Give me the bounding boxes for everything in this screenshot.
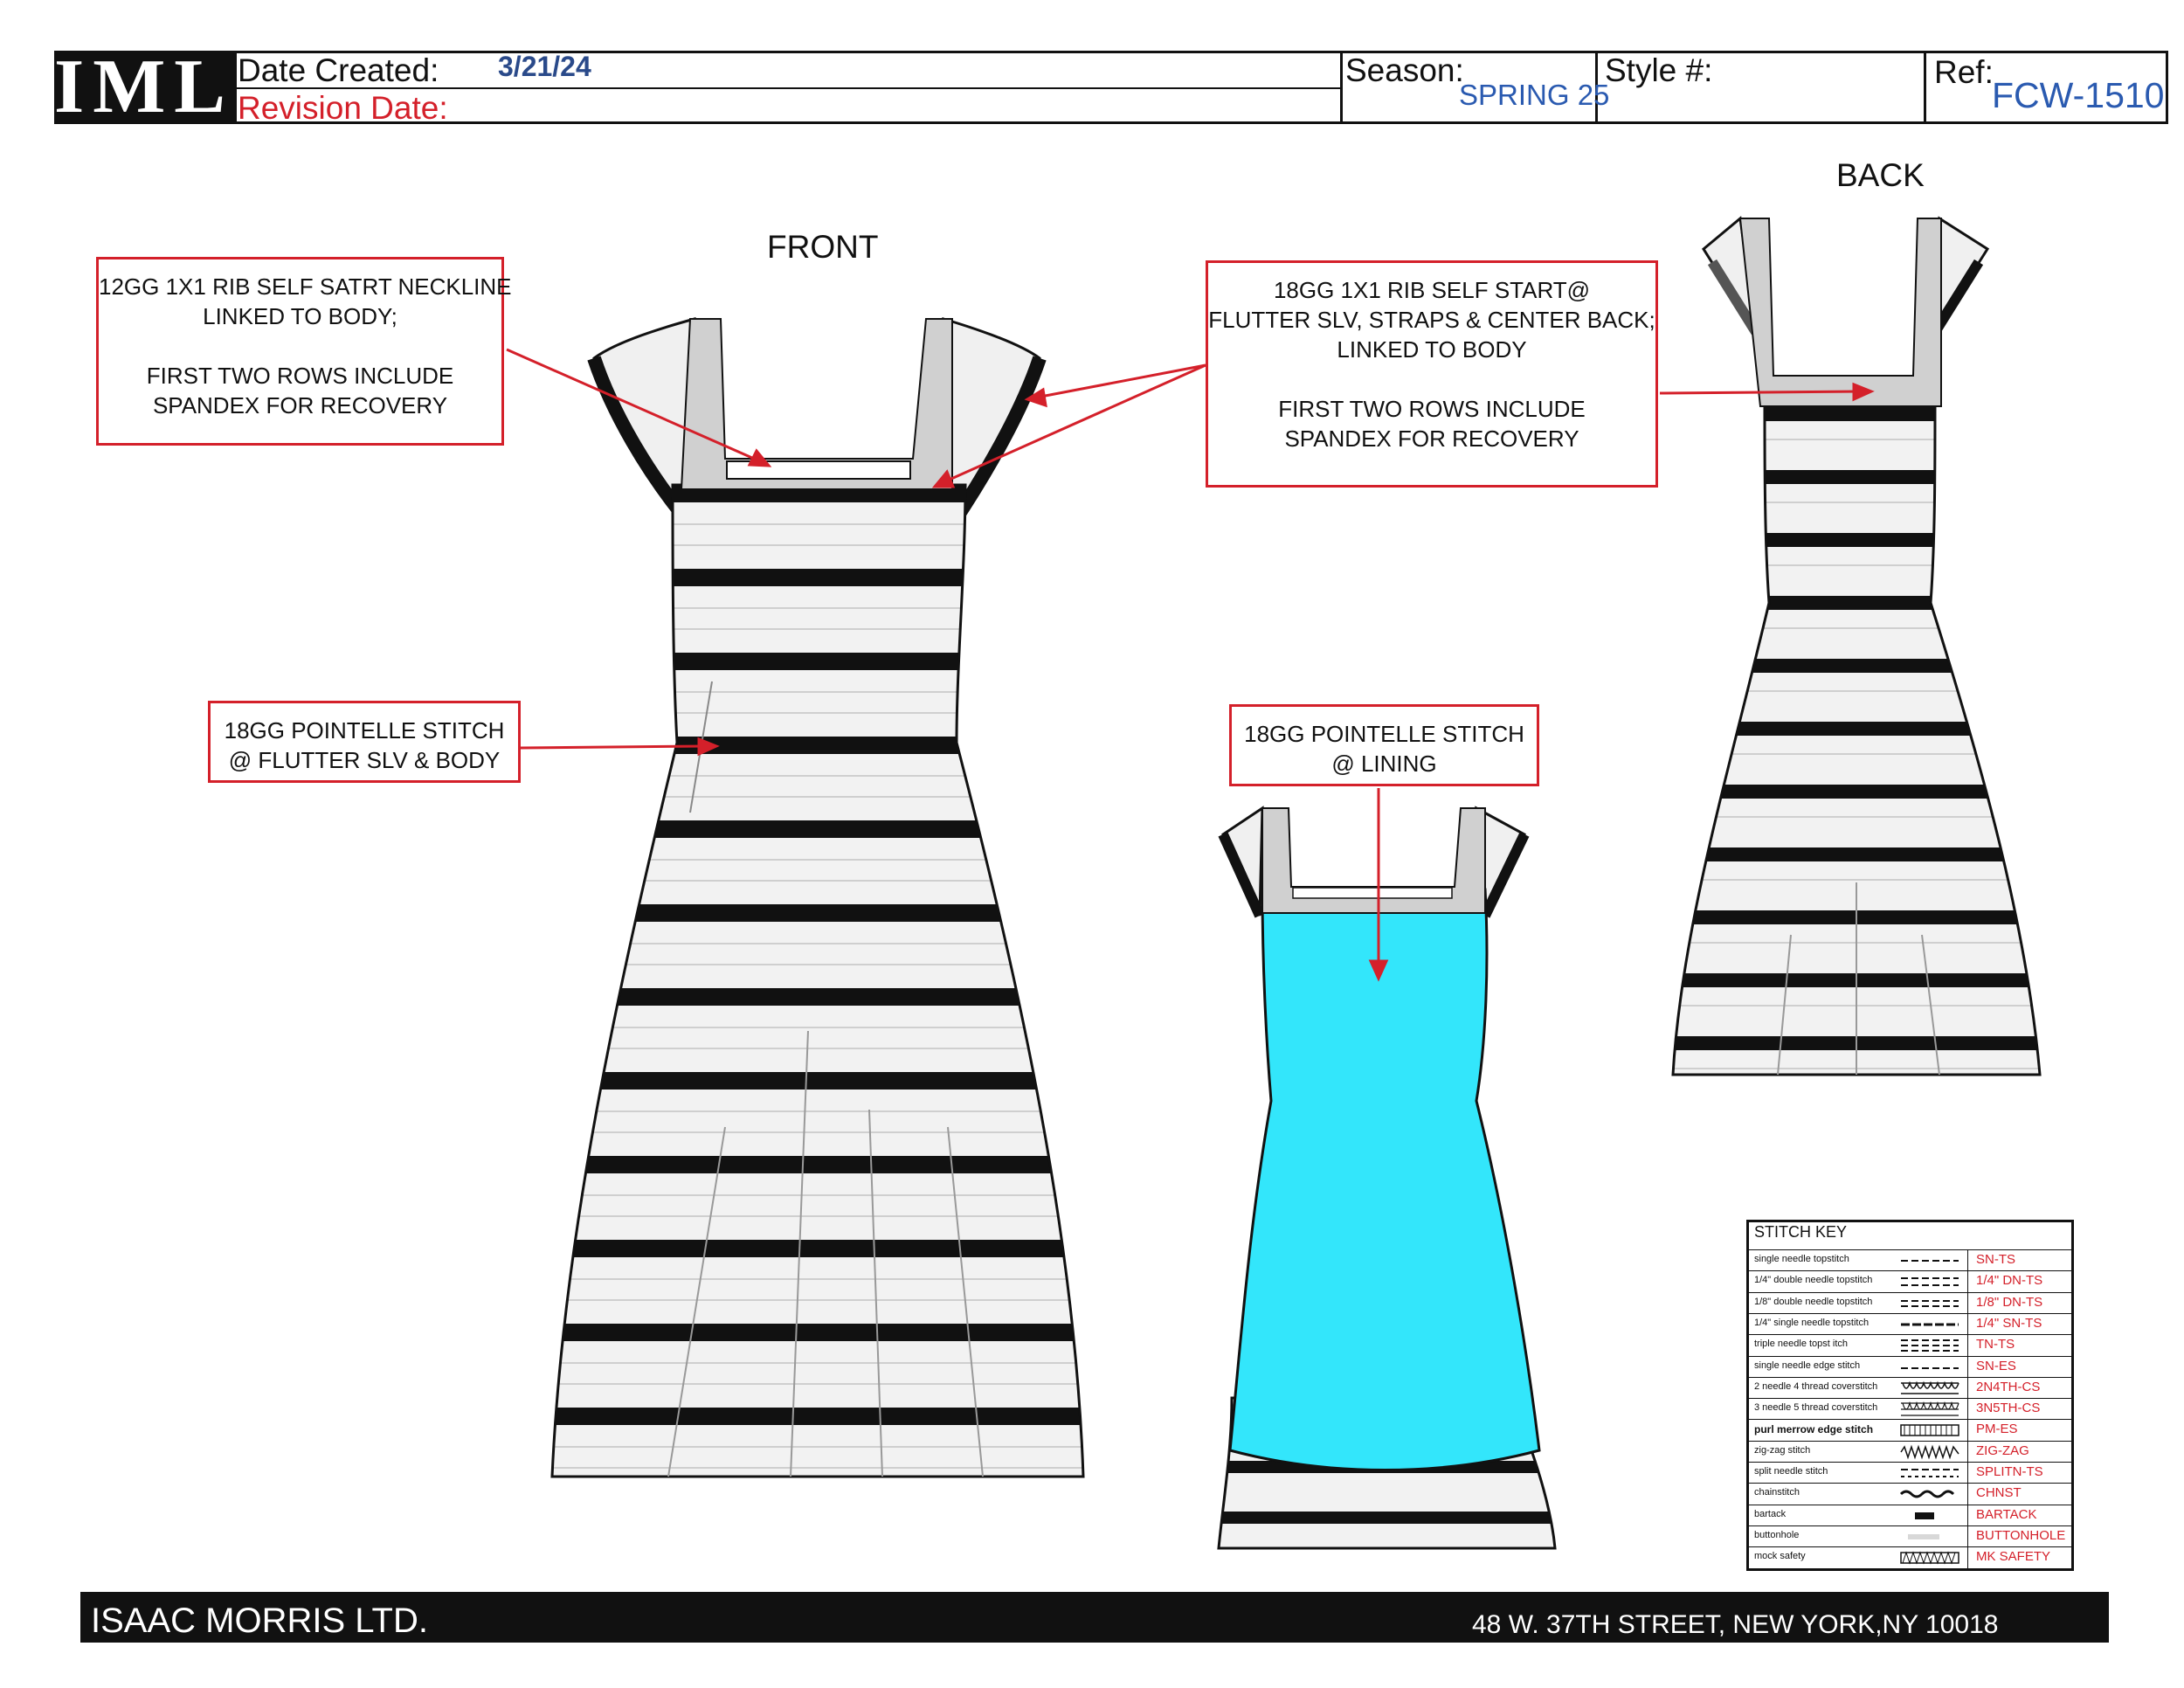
stitch-symbol-icon (1901, 1260, 1959, 1262)
stitch-code: SPLITN-TS (1976, 1464, 2043, 1479)
stitch-code: 1/4" DN-TS (1976, 1273, 2043, 1289)
stitch-key-row: single needle topstitch SN-TS (1749, 1249, 2072, 1271)
stitch-key-row: mock safety MK SAFETY (1749, 1546, 2072, 1568)
stitch-name: purl merrow edge stitch (1754, 1423, 1874, 1436)
footer-address: 48 W. 37TH STREET, NEW YORK,NY 10018 (1472, 1610, 1999, 1639)
stitch-key-row: 2 needle 4 thread coverstitch 2N4TH-CS (1749, 1376, 2072, 1399)
divider (1340, 51, 1343, 124)
callout-pointelle-lining: 18GG POINTELLE STITCH @ LINING (1229, 704, 1539, 786)
stitch-code: TN-TS (1976, 1337, 2015, 1352)
callout-pointelle-body: 18GG POINTELLE STITCH @ FLUTTER SLV & BO… (208, 701, 521, 783)
stitch-key-row: 1/4" double needle topstitch 1/4" DN-TS (1749, 1270, 2072, 1292)
stitch-symbol-icon (1900, 1444, 1959, 1460)
back-view-label: BACK (1836, 157, 1925, 193)
footer-bar (80, 1592, 2109, 1643)
stitch-symbol-icon (1915, 1512, 1934, 1519)
stitch-name: single needle edge stitch (1754, 1359, 1861, 1371)
stitch-code: 2N4TH-CS (1976, 1379, 2041, 1394)
stitch-name: 1/4" single needle topstitch (1754, 1317, 1870, 1328)
back-dress-sketch (1671, 216, 2042, 1076)
lining-dress-sketch (1217, 806, 1557, 1550)
stitch-code: PM-ES (1976, 1422, 2018, 1437)
stitch-symbol-icon (1901, 1339, 1959, 1352)
stitch-name: zig-zag stitch (1754, 1444, 1811, 1456)
season-label: Season: (1345, 52, 1464, 88)
stitch-name: 1/8" double needle topstitch (1754, 1296, 1873, 1307)
stitch-symbol-icon (1908, 1533, 1939, 1539)
stitch-name: buttonhole (1754, 1529, 1800, 1540)
stitch-key-table (1746, 1220, 2074, 1571)
stitch-code: ZIG-ZAG (1976, 1442, 2029, 1458)
callout-neckline: 12GG 1X1 RIB SELF SATRT NECKLINE LINKED … (96, 257, 512, 446)
ref-label: Ref: (1934, 54, 1994, 90)
stitch-name: triple needle topst itch (1754, 1339, 1849, 1350)
stitch-symbol-icon (1900, 1551, 1959, 1565)
stitch-name: 1/4" double needle topstitch (1754, 1275, 1873, 1286)
stitch-name: bartack (1754, 1508, 1787, 1519)
stitch-key-row: buttonhole BUTTONHOLE (1749, 1525, 2072, 1547)
stitch-name: single needle topstitch (1754, 1254, 1849, 1264)
divider (1595, 51, 1598, 124)
stitch-symbol-icon (1901, 1469, 1959, 1477)
season-value: SPRING 25 (1459, 79, 1610, 111)
stitch-code: MK SAFETY (1976, 1549, 2051, 1565)
stitch-key-row: split needle stitch SPLITN-TS (1749, 1462, 2072, 1484)
stitch-code: BUTTONHOLE (1976, 1527, 2066, 1543)
stitch-key-row: purl merrow edge stitch PM-ES (1749, 1419, 2072, 1441)
divider (1924, 51, 1926, 124)
stitch-symbol-icon (1901, 1277, 1959, 1287)
stitch-key-row: single needle edge stitch SN-ES (1749, 1355, 2072, 1378)
revision-date-label: Revision Date: (238, 90, 448, 126)
date-created-value: 3/21/24 (498, 51, 591, 82)
stitch-symbol-icon (1901, 1366, 1959, 1369)
callout-arrows (506, 348, 1875, 982)
stitch-name: chainstitch (1754, 1487, 1800, 1498)
stitch-code: 1/8" DN-TS (1976, 1294, 2043, 1310)
date-created-label: Date Created: (238, 52, 439, 88)
front-dress-sketch (550, 316, 1085, 1478)
stitch-name: mock safety (1754, 1551, 1806, 1562)
callout-flutter-sleeve: 18GG 1X1 RIB SELF START@ FLUTTER SLV, ST… (1206, 260, 1658, 488)
footer-company-name: ISAAC MORRIS LTD. (91, 1602, 428, 1640)
stitch-key-row: 3 needle 5 thread coverstitch 3N5TH-CS (1749, 1398, 2072, 1420)
stitch-key-row: zig-zag stitch ZIG-ZAG (1749, 1440, 2072, 1463)
stitch-name: split needle stitch (1754, 1466, 1828, 1477)
stitch-symbol-icon (1899, 1490, 1955, 1498)
stitch-code: 3N5TH-CS (1976, 1401, 2041, 1416)
stitch-code: 1/4" SN-TS (1976, 1315, 2042, 1331)
stitch-key-row: bartack BARTACK (1749, 1504, 2072, 1526)
stitch-name: 3 needle 5 thread coverstitch (1754, 1402, 1878, 1414)
stitch-symbol-icon (1901, 1401, 1959, 1416)
stitch-code: CHNST (1976, 1485, 2022, 1501)
stitch-symbol-icon (1901, 1323, 1959, 1326)
front-view-label: FRONT (767, 229, 879, 265)
stitch-code: SN-TS (1976, 1252, 2015, 1267)
stitch-code: BARTACK (1976, 1506, 2037, 1522)
stitch-key-row: 1/8" double needle topstitch 1/8" DN-TS (1749, 1291, 2072, 1314)
stitch-key-row: 1/4" single needle topstitch 1/4" SN-TS (1749, 1312, 2072, 1335)
stitch-name: 2 needle 4 thread coverstitch (1754, 1380, 1878, 1392)
stitch-key-title: STITCH KEY (1754, 1223, 1848, 1241)
ref-value: FCW-1510 (1992, 75, 2165, 115)
stitch-key-row: chainstitch CHNST (1749, 1483, 2072, 1505)
stitch-symbol-icon (1900, 1424, 1959, 1437)
stitch-code: SN-ES (1976, 1358, 2016, 1373)
divider (234, 87, 1340, 89)
stitch-key-row: triple needle topst itch TN-TS (1749, 1334, 2072, 1356)
stitch-symbol-icon (1901, 1380, 1959, 1394)
divider (1967, 1249, 1968, 1568)
style-number-label: Style #: (1605, 52, 1713, 88)
stitch-symbol-icon (1901, 1299, 1959, 1307)
company-logo: IML (54, 45, 234, 129)
